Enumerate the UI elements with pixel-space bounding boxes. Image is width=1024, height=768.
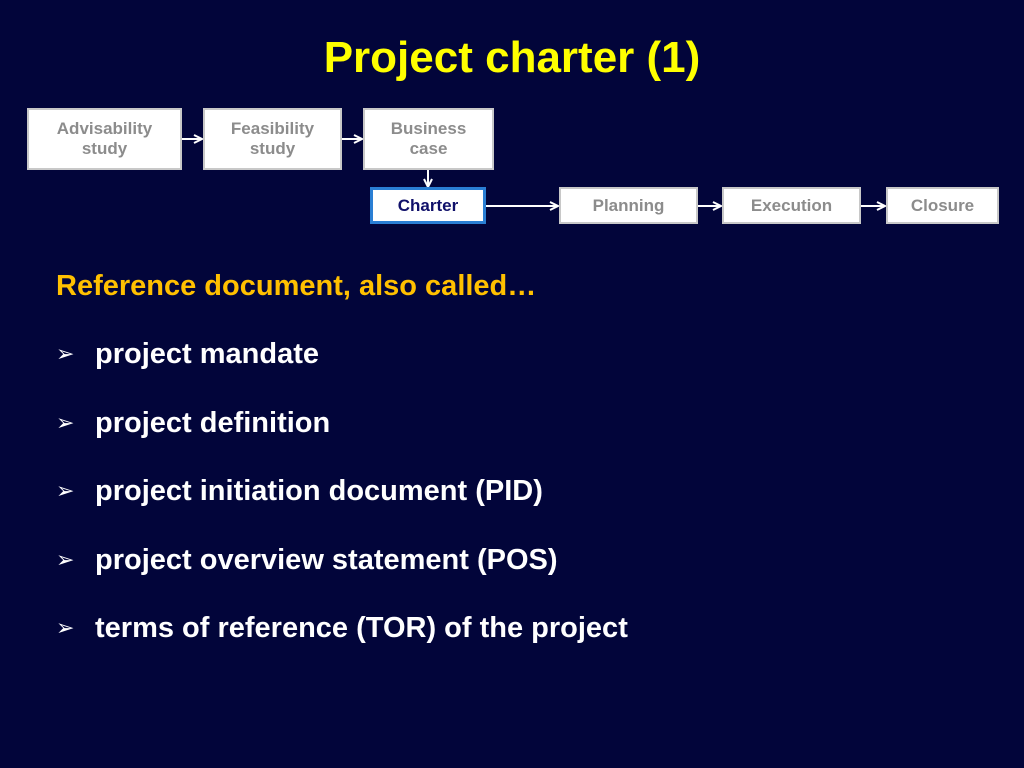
list-item: ➢ terms of reference (TOR) of the projec… [56, 606, 628, 675]
flow-box-label: Closure [910, 195, 975, 215]
alias-list: ➢ project mandate ➢ project definition ➢… [56, 332, 628, 675]
flow-box-label: Planning [592, 195, 665, 215]
flow-box-business-case: Business case [363, 108, 494, 170]
flow-box-closure: Closure [886, 187, 999, 224]
flow-box-label: Business case [390, 119, 467, 158]
flow-box-advisability-study: Advisability study [27, 108, 182, 170]
arrowhead-bullet-icon: ➢ [56, 409, 75, 435]
list-item-text: project initiation document (PID) [95, 475, 543, 507]
section-subheading: Reference document, also called… [56, 270, 537, 302]
list-item-text: terms of reference (TOR) of the project [95, 612, 628, 644]
flow-box-label: Advisability study [56, 119, 153, 158]
arrowhead-bullet-icon: ➢ [56, 546, 75, 572]
flow-box-label: Feasibility study [230, 119, 315, 158]
process-flow-diagram: Advisability study Feasibility study Bus… [0, 0, 1024, 240]
list-item-text: project definition [95, 406, 331, 439]
flow-box-charter: Charter [370, 187, 486, 224]
flow-box-label: Charter [397, 195, 459, 215]
flow-box-feasibility-study: Feasibility study [203, 108, 342, 170]
list-item-text: project mandate [95, 338, 319, 370]
flow-box-label: Execution [750, 195, 833, 215]
flow-box-planning: Planning [559, 187, 698, 224]
list-item: ➢ project definition [56, 401, 628, 470]
flow-connectors [182, 0, 1024, 240]
list-item: ➢ project mandate [56, 332, 628, 401]
arrowhead-bullet-icon: ➢ [56, 341, 75, 366]
list-item: ➢ project overview statement (POS) [56, 538, 628, 607]
arrowhead-bullet-icon: ➢ [56, 478, 75, 503]
slide-title: Project charter (1) [323, 33, 701, 82]
list-item-text: project overview statement (POS) [95, 543, 558, 576]
list-item: ➢ project initiation document (PID) [56, 469, 628, 538]
arrowhead-bullet-icon: ➢ [56, 615, 75, 640]
flow-box-execution: Execution [722, 187, 861, 224]
